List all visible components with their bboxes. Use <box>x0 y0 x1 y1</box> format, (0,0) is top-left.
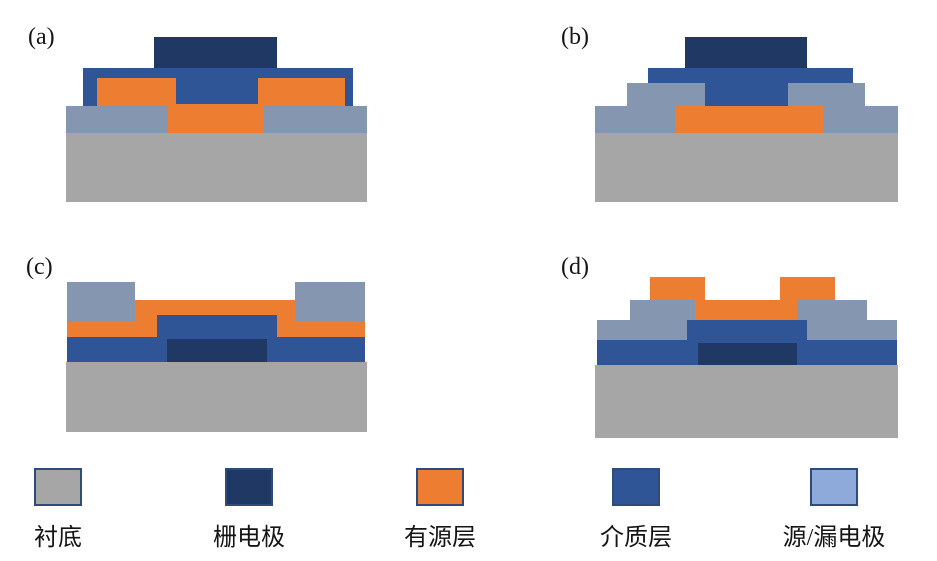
legend-item-substrate: 衬底 <box>0 468 143 552</box>
panel-d-substrate-shape <box>595 365 898 438</box>
panel-d-source-drain-shape <box>597 320 687 340</box>
panel-a-active-shape <box>97 78 176 106</box>
panel-c-source-drain-shape <box>67 282 135 322</box>
panel-a-label: (a) <box>28 24 55 50</box>
legend-item-source-drain-electrode: 源/漏电极 <box>749 468 919 552</box>
panel-d-source-drain-shape <box>798 300 867 320</box>
legend-swatch-active-layer <box>416 468 464 506</box>
panel-a-active-shape <box>168 104 264 133</box>
panel-b-label: (b) <box>561 24 589 50</box>
legend-label-dielectric-layer: 介质层 <box>600 525 672 551</box>
legend-label-source-drain-electrode: 源/漏电极 <box>782 525 886 551</box>
legend-label-substrate: 衬底 <box>34 525 82 551</box>
panel-d-dielectric-shape <box>687 320 807 340</box>
legend-swatch-source-drain-electrode <box>810 468 858 506</box>
legend-swatch-substrate <box>34 468 82 506</box>
legend-item-gate-electrode: 栅电极 <box>164 468 334 552</box>
legend-swatch-dielectric-layer <box>612 468 660 506</box>
panel-c-source-drain-shape <box>295 282 365 322</box>
panel-d-gate-shape <box>698 343 797 365</box>
panel-c-dielectric-shape <box>157 315 277 337</box>
panel-d-active-shape <box>650 277 705 300</box>
legend-swatch-gate-electrode <box>225 468 273 506</box>
legend-item-active-layer: 有源层 <box>355 468 525 552</box>
panel-b-substrate-shape <box>595 133 898 202</box>
legend-label-gate-electrode: 栅电极 <box>213 525 285 551</box>
panel-a-active-shape <box>258 78 345 106</box>
legend-label-active-layer: 有源层 <box>404 525 476 551</box>
panel-b-gate-shape <box>685 37 807 68</box>
panel-d-source-drain-shape <box>630 300 695 320</box>
panel-d-active-shape <box>695 300 798 320</box>
panel-a-substrate-shape <box>66 133 367 202</box>
panel-b-dielectric-shape <box>648 68 853 83</box>
panel-b-dielectric-shape <box>705 83 788 106</box>
panel-d-source-drain-shape <box>807 320 897 340</box>
panel-b-active-shape <box>675 106 823 133</box>
panel-d-active-shape <box>780 277 835 300</box>
panel-a-gate-shape <box>154 37 277 68</box>
panel-c-substrate-shape <box>66 362 367 432</box>
panel-d-label: (d) <box>561 254 589 280</box>
panel-c-label: (c) <box>26 254 53 280</box>
panel-c-gate-shape <box>167 339 267 362</box>
legend-item-dielectric-layer: 介质层 <box>551 468 721 552</box>
